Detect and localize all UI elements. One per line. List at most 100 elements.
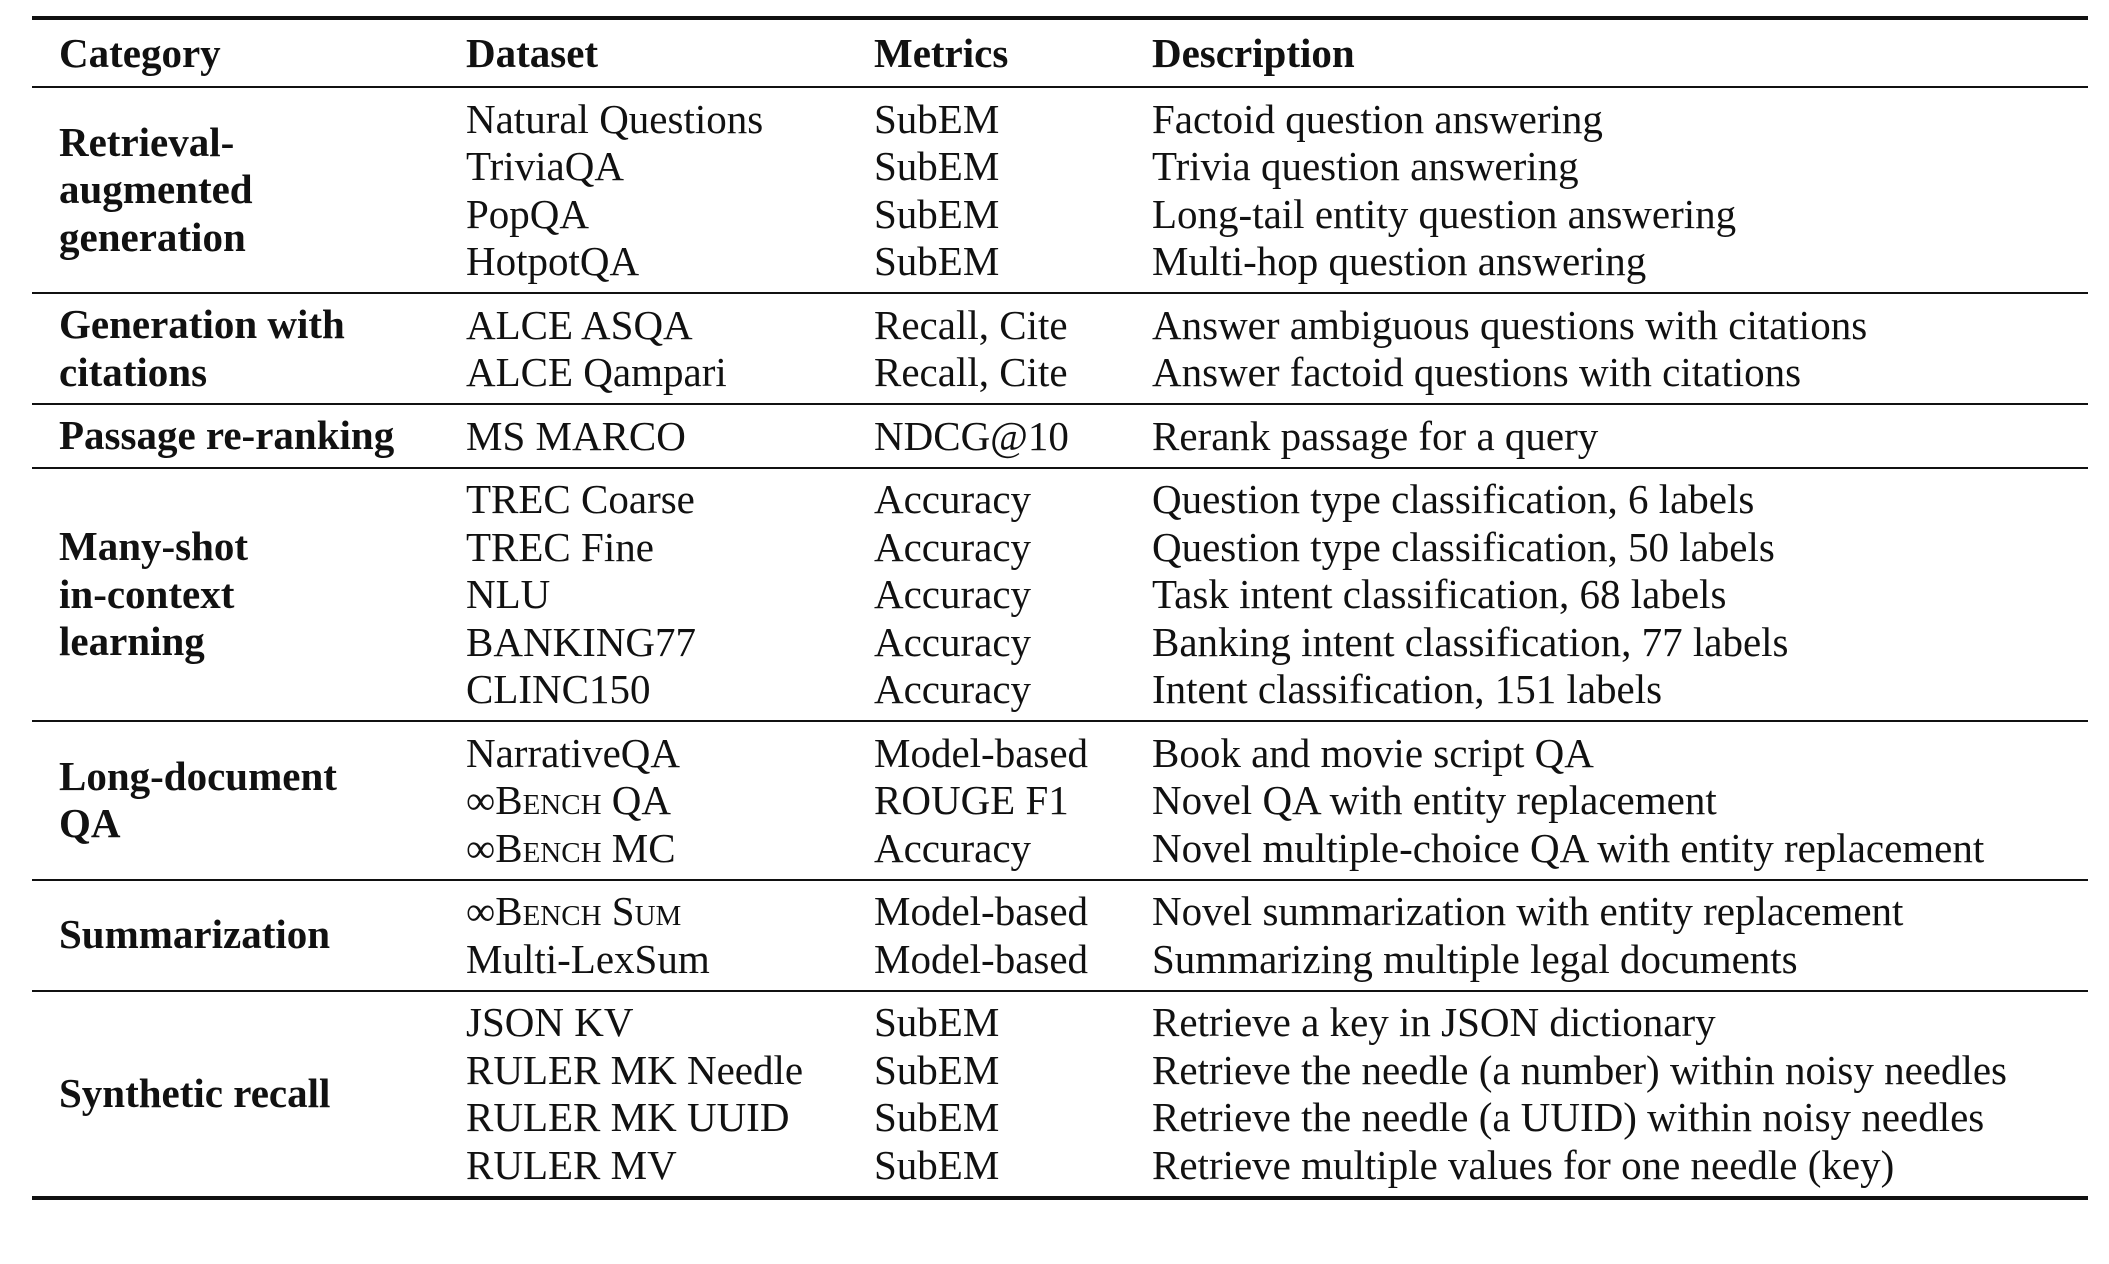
dataset-cell: NLU xyxy=(466,571,551,618)
metrics-cell: SubEM xyxy=(874,190,1000,237)
dataset-cell: Natural Questions xyxy=(466,95,764,142)
metrics-cell: Model-based xyxy=(874,935,1089,982)
description-cell: Rerank passage for a query xyxy=(1152,412,1599,459)
dataset-cell: TREC Fine xyxy=(466,523,654,570)
category-label: augmented xyxy=(59,166,253,213)
metrics-cell: Accuracy xyxy=(874,476,1032,523)
dataset-cell: PopQA xyxy=(466,190,590,237)
description-cell: Summarizing multiple legal documents xyxy=(1152,935,1798,982)
description-cell: Long-tail entity question answering xyxy=(1152,190,1737,237)
dataset-cell: TriviaQA xyxy=(466,143,624,190)
metrics-cell: SubEM xyxy=(874,95,1000,142)
metrics-cell: SubEM xyxy=(874,238,1000,285)
dataset-cell: ∞Bench Sum xyxy=(466,888,682,935)
metrics-cell: Accuracy xyxy=(874,666,1032,713)
table-row: Natural Questions SubEM Factoid question a… xyxy=(466,95,2088,143)
metrics-cell: SubEM xyxy=(874,999,1000,1046)
category-label: learning xyxy=(59,618,205,664)
group-rule xyxy=(32,878,2088,881)
metrics-cell: SubEM xyxy=(874,143,1000,190)
metrics-cell: Accuracy xyxy=(874,618,1032,665)
group-rows: MS MARCO NDCG@10 Rerank passage for a quer… xyxy=(466,412,2088,460)
category-label: generation xyxy=(59,213,246,260)
header-description: Description xyxy=(1152,30,1355,76)
description-cell: Retrieve the needle (a number) within no… xyxy=(1152,1046,2008,1093)
dataset-cell: MS MARCO xyxy=(466,412,686,459)
description-cell: Banking intent classification, 77 labels xyxy=(1152,618,1789,665)
group-rule xyxy=(32,292,2088,294)
category-cell: Synthetic recall xyxy=(32,1070,466,1118)
category-label: Retrieval- xyxy=(59,118,235,165)
group-rule xyxy=(32,720,2088,722)
description-cell: Factoid question answering xyxy=(1152,95,1603,142)
description-cell: Question type classification, 50 labels xyxy=(1152,523,1775,570)
category-label: citations xyxy=(59,348,208,395)
description-cell: Retrieve the needle (a UUID) within nois… xyxy=(1152,1094,1985,1141)
category-label: Generation with xyxy=(59,301,345,347)
table-row: PopQA SubEM Long-tail entity question answ… xyxy=(466,190,2088,238)
description-cell: Novel QA with entity replacement xyxy=(1152,777,1717,824)
header-rule xyxy=(32,86,2088,88)
table-row: TriviaQA SubEM Trivia question answering xyxy=(466,143,2088,191)
table-row: MS MARCO NDCG@10 Rerank passage for a quer… xyxy=(466,412,2088,460)
category-label: QA xyxy=(59,800,121,847)
dataset-cell: TREC Coarse xyxy=(466,476,695,523)
bottom-rule xyxy=(32,1195,2088,1200)
category-label: Long-document xyxy=(59,752,337,799)
table-row: BANKING77 Accuracy Banking intent classifi… xyxy=(466,618,2088,666)
dataset-cell: RULER MK UUID xyxy=(466,1094,790,1141)
description-cell: Answer ambiguous questions with citation… xyxy=(1152,301,1868,348)
dataset-cell: RULER MV xyxy=(466,1141,677,1188)
dataset-cell: HotpotQA xyxy=(466,238,640,285)
description-cell: Novel multiple-choice QA with entity rep… xyxy=(1152,824,1985,871)
group-rule xyxy=(32,403,2088,405)
metrics-cell: Model-based xyxy=(874,729,1089,776)
metrics-cell: NDCG@10 xyxy=(874,412,1069,459)
category-label: Synthetic recall xyxy=(59,1069,331,1116)
description-cell: Book and movie script QA xyxy=(1152,729,1594,776)
dataset-cell: Multi-LexSum xyxy=(466,935,710,982)
metrics-cell: Accuracy xyxy=(874,571,1032,618)
category-label: Many-shot xyxy=(59,523,249,569)
description-cell: Intent classification, 151 labels xyxy=(1152,666,1663,713)
dataset-cell: ALCE Qampari xyxy=(466,349,727,396)
description-cell: Trivia question answering xyxy=(1152,143,1579,190)
header-metrics: Metrics xyxy=(874,30,1009,76)
table-header: Category Dataset Metrics Description xyxy=(32,20,2088,86)
metrics-cell: ROUGE F1 xyxy=(874,777,1069,824)
description-cell: Retrieve a key in JSON dictionary xyxy=(1152,999,1716,1046)
dataset-cell: RULER MK Needle xyxy=(466,1046,804,1093)
table-row: HotpotQA SubEM Multi-hop question answerin… xyxy=(466,238,2088,286)
description-cell: Multi-hop question answering xyxy=(1152,238,1647,285)
table-row: Multi-LexSum Model-based Summarizing multi… xyxy=(466,935,2088,983)
dataset-cell: BANKING77 xyxy=(466,618,697,665)
group-rule xyxy=(32,989,2088,992)
